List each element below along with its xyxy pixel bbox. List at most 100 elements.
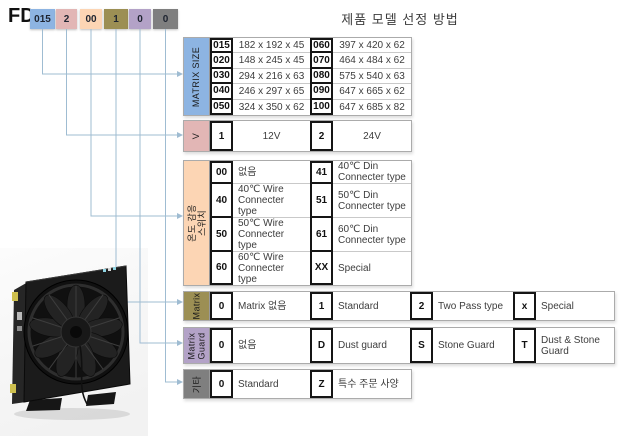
- value-cell: Special: [541, 300, 574, 312]
- code-cell: 40: [210, 184, 233, 218]
- value-cell: Matrix 없음: [238, 300, 287, 312]
- value-cell: 246 x 297 x 65: [233, 84, 310, 100]
- page-title: 제품 모델 선정 방법: [341, 12, 459, 27]
- fan-logo: [103, 267, 116, 272]
- table-row: 020 148 x 245 x 45 070 464 x 484 x 62: [210, 53, 411, 69]
- voltage-table: V 1 12V 2 24V: [183, 120, 412, 152]
- product-photo-fan-unit: [10, 265, 131, 420]
- code-cell: 2: [310, 121, 333, 151]
- fan-cap-top: [12, 292, 18, 301]
- table-row: 60 60℃ Wire Connecter type XX Special: [210, 252, 411, 285]
- value-cell: 464 x 484 x 62: [333, 53, 411, 69]
- model-prefix: FD: [8, 5, 35, 27]
- value-cell: 없음: [238, 340, 257, 351]
- code-cell: 040: [210, 84, 233, 100]
- matrix-size-label: MATRIX SIZE: [184, 38, 210, 115]
- value-cell: Standard: [338, 300, 379, 312]
- value-cell: Dust & Stone Guard: [541, 334, 600, 357]
- table-row: 50 50℃ Wire Connecter type 61 60℃ Din Co…: [210, 218, 411, 252]
- value-cell: 575 x 540 x 63: [333, 69, 411, 85]
- value-cell: 40℃ Din Connecter type: [333, 161, 411, 184]
- fan-shadow: [14, 408, 130, 420]
- value-cell: 60℃ Wire Connecter type: [238, 252, 285, 285]
- temp-switch-label: 온도 감응 스위치: [184, 161, 210, 285]
- table-row: 050 324 x 350 x 62 100 647 x 685 x 82: [210, 99, 411, 116]
- table-row: 030 294 x 216 x 63 080 575 x 540 x 63: [210, 68, 411, 85]
- code-cell: 050: [210, 99, 233, 116]
- value-cell: 40℃ Wire Connecter type: [233, 184, 310, 218]
- code-cell: 1: [210, 121, 233, 151]
- code-cell: 60: [210, 252, 233, 285]
- fan-foot-left: [26, 398, 62, 411]
- value-cell: 24V: [363, 130, 381, 142]
- value-cell: 12V: [262, 130, 281, 142]
- matrix-table: Matrix 0 Matrix 없음 1 Standard 2 Two Pass…: [183, 291, 615, 321]
- code-cell: 0: [210, 370, 233, 398]
- matrix-guard-table: Matrix Guard 0 없음 D Dust guard S Stone G…: [183, 327, 615, 364]
- value-cell: Stone Guard: [438, 340, 495, 351]
- code-cell: 41: [310, 161, 333, 184]
- matrix-guard-label: Matrix Guard: [184, 328, 210, 363]
- code-box-etc: 0: [153, 9, 178, 29]
- fan-foot-right: [86, 392, 116, 406]
- value-cell: Standard: [238, 378, 279, 390]
- code-cell: 00: [210, 161, 233, 184]
- code-box-matrix-size: 015: [30, 9, 55, 29]
- code-cell: 060: [310, 38, 333, 54]
- code-cell: 1: [310, 292, 333, 320]
- fan-wire: [79, 345, 88, 405]
- code-cell: x: [513, 292, 536, 320]
- value-cell: 647 x 685 x 82: [339, 101, 405, 113]
- table-row: 1 12V 2 24V: [210, 121, 411, 151]
- value-cell: 294 x 216 x 63: [233, 69, 310, 85]
- etc-table: 기타 0 Standard Z 특수 주문 사양: [183, 369, 412, 399]
- table-row: 40 40℃ Wire Connecter type 51 50℃ Din Co…: [210, 184, 411, 218]
- code-box-voltage: 2: [56, 9, 77, 29]
- code-cell: 50: [210, 218, 233, 252]
- code-cell: 61: [310, 218, 333, 252]
- value-cell: Dust guard: [338, 340, 387, 351]
- value-cell: 특수 주문 사양: [338, 378, 399, 390]
- value-cell: 647 x 665 x 62: [333, 84, 411, 100]
- code-cell: 2: [410, 292, 433, 320]
- value-cell: Special: [338, 263, 371, 274]
- code-cell: 090: [310, 84, 333, 100]
- matrix-size-table: MATRIX SIZE 015 182 x 192 x 45 060 397 x…: [183, 37, 412, 116]
- code-box-temp-switch: 00: [80, 9, 102, 29]
- code-cell: 0: [210, 328, 233, 363]
- code-cell: T: [513, 328, 536, 363]
- code-box-matrix-guard: 0: [129, 9, 151, 29]
- table-row: 0 Standard Z 특수 주문 사양: [210, 370, 411, 398]
- table-row: 0 없음 D Dust guard S Stone Guard T Dust &…: [210, 328, 614, 363]
- code-cell: 51: [310, 184, 333, 218]
- code-box-matrix: 1: [104, 9, 128, 29]
- temp-switch-table: 온도 감응 스위치 00 없음 41 40℃ Din Connecter typ…: [183, 160, 412, 286]
- code-cell: S: [410, 328, 433, 363]
- value-cell: 60℃ Din Connecter type: [333, 218, 411, 252]
- code-cell: 030: [210, 68, 233, 85]
- code-cell: 015: [210, 38, 233, 54]
- table-row: 040 246 x 297 x 65 090 647 x 665 x 62: [210, 84, 411, 100]
- value-cell: 50℃ Wire Connecter type: [233, 218, 310, 252]
- code-cell: D: [310, 328, 333, 363]
- value-cell: 182 x 192 x 45: [233, 38, 310, 54]
- table-row: 0 Matrix 없음 1 Standard 2 Two Pass type x…: [210, 292, 614, 320]
- value-cell: 50℃ Din Connecter type: [333, 184, 411, 218]
- code-cell: 080: [310, 68, 333, 85]
- table-row: 015 182 x 192 x 45 060 397 x 420 x 62: [210, 38, 411, 54]
- value-cell: Two Pass type: [438, 300, 504, 312]
- value-cell: 148 x 245 x 45: [233, 53, 310, 69]
- code-cell: 070: [310, 53, 333, 69]
- fan-cap-bottom: [10, 384, 16, 393]
- code-cell: 020: [210, 53, 233, 69]
- code-cell: 0: [210, 292, 233, 320]
- matrix-label: Matrix: [184, 292, 210, 320]
- code-cell: Z: [310, 370, 333, 398]
- value-cell: 없음: [233, 161, 310, 184]
- code-cell: 100: [310, 99, 333, 116]
- value-cell: 397 x 420 x 62: [333, 38, 411, 54]
- table-row: 00 없음 41 40℃ Din Connecter type: [210, 161, 411, 184]
- voltage-label: V: [184, 121, 210, 151]
- value-cell: 324 x 350 x 62: [238, 101, 305, 113]
